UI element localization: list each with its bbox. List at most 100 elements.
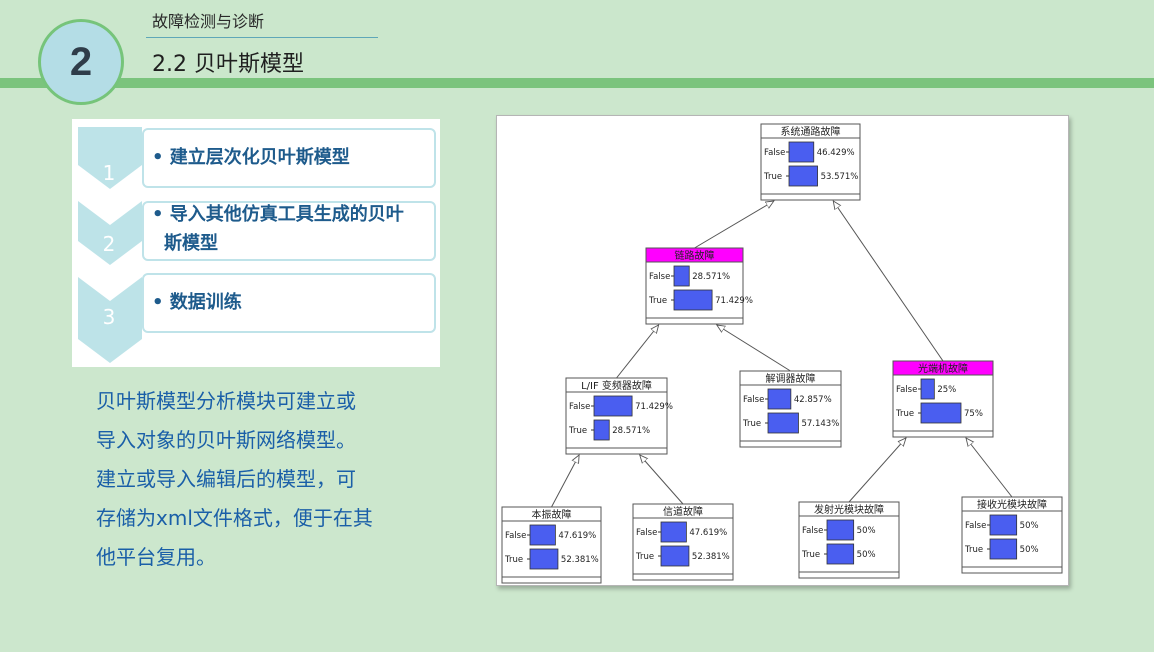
probability-bar-false	[788, 141, 815, 163]
probability-value-true: 52.381%	[561, 555, 599, 565]
step-3-text: • 数据训练	[152, 292, 242, 313]
state-label-false: False	[636, 528, 657, 538]
node-title: 光端机故障	[918, 362, 968, 375]
probability-value-true: 75%	[964, 409, 983, 419]
probability-value-true: 71.429%	[715, 296, 753, 306]
node-header-highlight	[893, 361, 993, 376]
node-title: 解调器故障	[766, 372, 816, 385]
state-label-true: True	[895, 409, 914, 419]
node-title: 发射光模块故障	[814, 503, 884, 516]
probability-value-true: 50%	[1020, 545, 1039, 555]
probability-bar-false	[989, 514, 1018, 536]
probability-bar-false	[920, 378, 935, 400]
step-2-text-line2: 斯模型	[164, 233, 218, 254]
probability-bar-false	[826, 519, 855, 541]
step-1-box	[142, 128, 436, 188]
step-3-number: 3	[102, 305, 116, 329]
node-title: 系统通路故障	[781, 125, 841, 138]
state-label-false: False	[569, 402, 590, 412]
probability-bar-true	[788, 165, 818, 187]
network-node[interactable]: 本振故障 False 47.619% True 52.381%	[501, 506, 602, 584]
description-line: 存储为xml文件格式，便于在其	[96, 506, 373, 530]
section-subtitle: 故障检测与诊断	[152, 12, 265, 31]
section-number: 2	[69, 39, 93, 84]
state-label-true: True	[801, 550, 820, 560]
description-paragraph: 贝叶斯模型分析模块可建立或 导入对象的贝叶斯网络模型。 建立或导入编辑后的模型，…	[96, 382, 406, 577]
section-number-badge: 2	[38, 19, 124, 105]
state-label-true: True	[648, 296, 667, 306]
step-3-box	[142, 273, 436, 333]
node-header-highlight	[646, 248, 743, 263]
state-label-true: True	[635, 552, 654, 562]
edge-n7-n2	[848, 438, 906, 503]
state-label-true: True	[964, 545, 983, 555]
probability-value-false: 28.571%	[692, 272, 730, 282]
probability-bar-true	[660, 545, 690, 567]
state-label-false: False	[965, 521, 986, 531]
step-chevrons	[78, 127, 142, 363]
probability-bar-false	[767, 388, 792, 410]
probability-value-false: 42.857%	[794, 395, 832, 405]
probability-value-false: 50%	[857, 526, 876, 536]
description-line: 贝叶斯模型分析模块可建立或	[96, 389, 356, 413]
state-label-true: True	[742, 419, 761, 429]
header-divider	[0, 78, 1154, 88]
probability-value-false: 25%	[937, 385, 956, 395]
subtitle-underline	[146, 37, 378, 38]
probability-bar-false	[660, 521, 687, 543]
probability-value-false: 47.619%	[558, 531, 596, 541]
steps-panel: 1 2 3 • 建立层次化贝叶斯模型 • 导入其他仿真工具生成的贝叶 斯模型 •…	[72, 119, 440, 367]
state-label-false: False	[743, 395, 764, 405]
probability-value-true: 28.571%	[612, 426, 650, 436]
description-line: 他平台复用。	[96, 545, 216, 569]
step-2-text-line1: • 导入其他仿真工具生成的贝叶	[152, 204, 404, 225]
edge-n5-n3	[551, 455, 580, 508]
bayes-network-diagram: 系统通路故障 False 46.429% True 53.571% 链路故障 False 28…	[501, 123, 1063, 584]
header-bar	[0, 0, 1154, 78]
network-node[interactable]: 链路故障 False 28.571% True 71.429%	[645, 247, 753, 325]
probability-value-false: 71.429%	[635, 402, 673, 412]
state-label-false: False	[764, 148, 785, 158]
probability-value-false: 46.429%	[817, 148, 855, 158]
network-node[interactable]: 接收光模块故障 False 50% True 50%	[961, 496, 1063, 574]
state-label-false: False	[649, 272, 670, 282]
state-label-true: True	[568, 426, 587, 436]
node-title: 链路故障	[675, 249, 715, 262]
probability-bar-true	[673, 289, 713, 311]
probability-bar-true	[593, 419, 610, 441]
state-label-true: True	[504, 555, 523, 565]
state-label-true: True	[763, 172, 782, 182]
network-node[interactable]: 系统通路故障 False 46.429% True 53.571%	[760, 123, 861, 201]
step-1-text: • 建立层次化贝叶斯模型	[152, 147, 350, 168]
probability-bar-false	[673, 265, 690, 287]
bayes-network-panel: 系统通路故障 False 46.429% True 53.571% 链路故障 False 28…	[496, 115, 1069, 586]
network-node[interactable]: 发射光模块故障 False 50% True 50%	[798, 501, 900, 579]
step-2-box	[142, 201, 436, 261]
node-box	[961, 496, 1063, 574]
node-title: L/IF 变频器故障	[581, 379, 652, 392]
probability-value-false: 50%	[1020, 521, 1039, 531]
state-label-false: False	[896, 385, 917, 395]
probability-value-true: 50%	[857, 550, 876, 560]
probability-value-true: 57.143%	[801, 419, 839, 429]
step-2-number: 2	[102, 232, 116, 256]
probability-value-false: 47.619%	[689, 528, 727, 538]
probability-value-true: 53.571%	[821, 172, 859, 182]
page-title: 2.2 贝叶斯模型	[152, 52, 304, 77]
description-line: 导入对象的贝叶斯网络模型。	[96, 428, 356, 452]
edge-n6-n3	[640, 455, 684, 505]
probability-bar-true	[826, 543, 855, 565]
node-title: 本振故障	[532, 508, 572, 521]
node-title: 接收光模块故障	[977, 498, 1047, 511]
network-node[interactable]: L/IF 变频器故障 False 71.429% True 28.571%	[565, 377, 673, 455]
state-label-false: False	[802, 526, 823, 536]
probability-value-true: 52.381%	[692, 552, 730, 562]
probability-bar-true	[529, 548, 559, 570]
state-label-false: False	[505, 531, 526, 541]
edge-n8-n2	[966, 438, 1013, 498]
edge-n2-n0	[833, 201, 944, 362]
edge-n1-n0	[694, 201, 774, 249]
